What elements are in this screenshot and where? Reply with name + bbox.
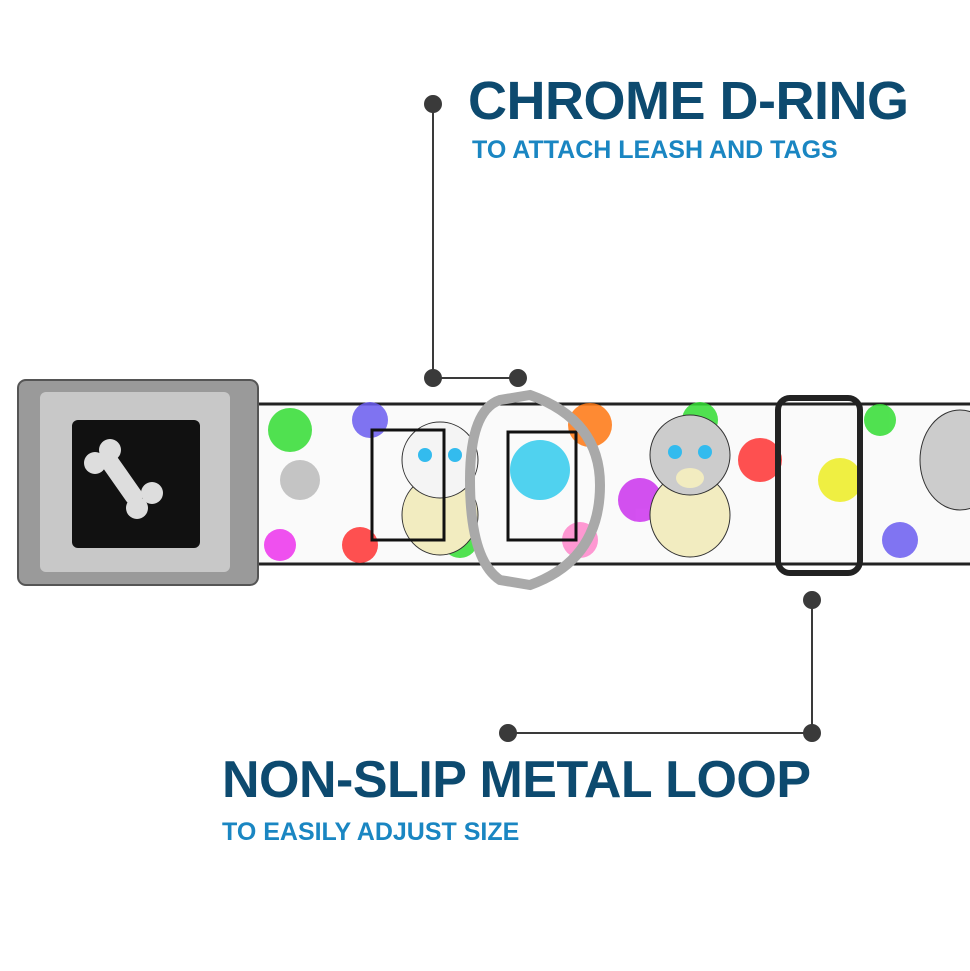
d-ring-callout-title: CHROME D-RING (468, 71, 909, 131)
d-ring (464, 389, 606, 591)
seatbelt-buckle (17, 379, 259, 586)
leader-line-metal-loop (499, 591, 821, 742)
leader-line-d-ring (424, 95, 527, 387)
bone-icon (84, 439, 163, 519)
puppy-print (401, 409, 970, 558)
d-ring-callout-subtitle: TO ATTACH LEASH AND TAGS (472, 136, 838, 164)
metal-loop-callout-title: NON-SLIP METAL LOOP (222, 751, 811, 809)
collar-strap (238, 402, 970, 566)
metal-loop (775, 395, 863, 576)
metal-loop-callout-subtitle: TO EASILY ADJUST SIZE (222, 818, 520, 846)
